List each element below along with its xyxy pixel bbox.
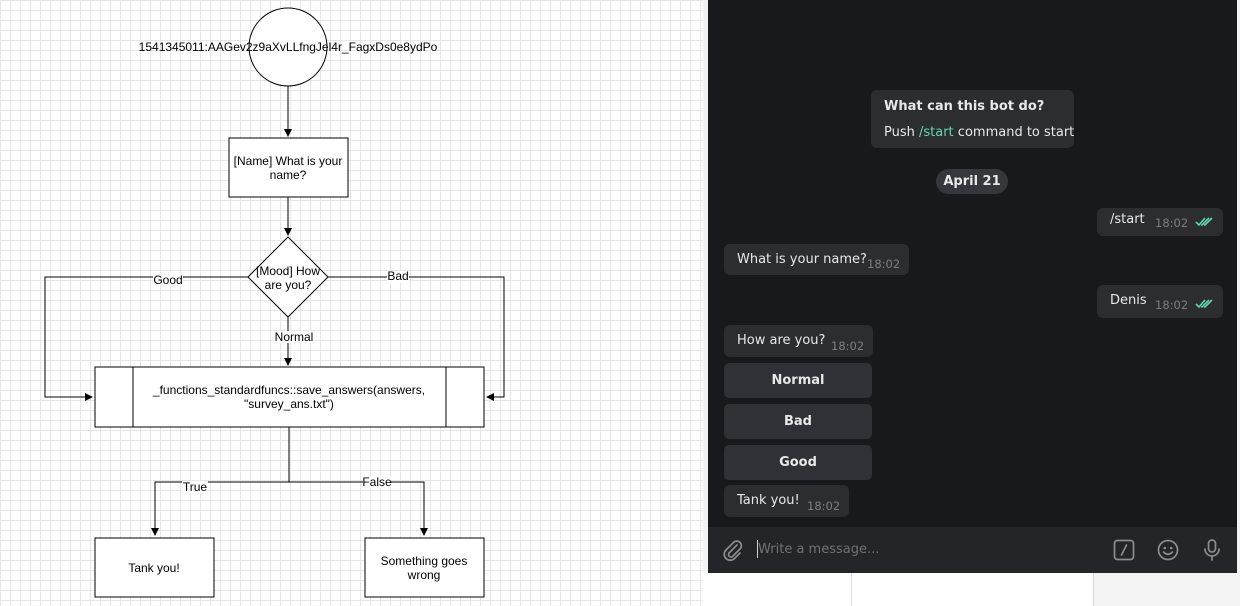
edge-good — [44, 276, 248, 401]
thanks-node[interactable] — [94, 537, 215, 598]
name-question-node[interactable] — [228, 137, 349, 198]
error-node-line1: Something goes — [381, 554, 468, 568]
start-command-link[interactable]: /start — [919, 125, 954, 140]
background-divider — [851, 573, 852, 606]
message-time: 18:02 — [831, 339, 865, 353]
edge-true — [151, 481, 289, 536]
message-time: 18:02 — [1155, 216, 1189, 230]
save-answers-node[interactable] — [94, 366, 485, 428]
edge-true-label: True — [183, 480, 208, 494]
message-text: /start — [1110, 212, 1145, 227]
background-card — [703, 573, 1094, 606]
name-node-line1: [Name] What is your — [234, 154, 343, 168]
message-bubble-incoming[interactable]: Tank you! 18:02 — [724, 485, 849, 517]
read-checkmarks-icon — [1195, 299, 1213, 309]
flowchart: 1541345011:AAGev2z9aXvLLfngJel4r_FagxDs0… — [44, 7, 505, 598]
message-text: How are you? — [737, 333, 826, 348]
edge-bad-label-bg — [387, 271, 409, 283]
telegram-chat-window[interactable]: What can this bot do? Push /start comman… — [708, 0, 1237, 573]
message-time: 18:02 — [867, 257, 901, 271]
message-text: What is your name? — [737, 252, 867, 267]
edge-bad — [328, 276, 505, 401]
save-node-line2: "survey_ans.txt") — [244, 397, 334, 411]
bot-info-text: Push /start command to start — [884, 125, 1074, 140]
error-node-line2: wrong — [407, 568, 441, 582]
message-bubble-incoming[interactable]: How are you? 18:02 — [724, 325, 873, 357]
message-time: 18:02 — [1155, 298, 1189, 312]
bot-info-card: What can this bot do? Push /start comman… — [871, 90, 1074, 148]
mood-node-line1: [Mood] How — [256, 264, 320, 278]
date-badge: April 21 — [936, 169, 1008, 194]
text-cursor — [757, 540, 758, 558]
mood-node-line2: are you? — [265, 278, 312, 292]
message-text: Denis — [1110, 293, 1147, 308]
name-node-line2: name? — [270, 168, 307, 182]
message-text: Tank you! — [737, 493, 800, 508]
bot-info-text-suffix: command to start — [953, 125, 1075, 140]
emoji-icon[interactable] — [1156, 538, 1180, 562]
message-time: 18:02 — [807, 499, 841, 513]
keyboard-button-good[interactable]: Good — [724, 445, 872, 480]
start-node-label: 1541345011:AAGev2z9aXvLLfngJel4r_FagxDs0… — [139, 40, 438, 54]
edge-false — [289, 481, 428, 536]
keyboard-button-normal[interactable]: Normal — [724, 363, 872, 398]
edge-false-label-bg — [363, 476, 391, 488]
message-bubble-outgoing[interactable]: /start 18:02 — [1097, 208, 1223, 236]
error-node[interactable] — [364, 537, 485, 598]
keyboard-button-bad[interactable]: Bad — [724, 404, 872, 439]
read-checkmarks-icon — [1195, 217, 1213, 227]
edge-true-label-bg — [182, 481, 208, 493]
flowchart-canvas[interactable]: 1541345011:AAGev2z9aXvLLfngJel4r_FagxDs0… — [0, 0, 703, 606]
message-bubble-incoming[interactable]: What is your name? 18:02 — [724, 244, 909, 275]
save-node-line1: _functions_standardfuncs::save_answers(a… — [152, 383, 425, 397]
message-input[interactable]: Write a message... — [758, 542, 880, 557]
edge-good-label-bg — [153, 273, 183, 285]
bot-command-icon[interactable] — [1113, 539, 1135, 561]
bot-info-title: What can this bot do? — [884, 99, 1045, 114]
message-composer: Write a message... — [708, 527, 1237, 573]
attach-icon[interactable] — [722, 539, 744, 561]
edge-bad-label: Bad — [387, 269, 408, 283]
microphone-icon[interactable] — [1201, 538, 1223, 562]
edge-good-label: Good — [153, 273, 182, 287]
thanks-node-label: Tank you! — [128, 561, 179, 575]
edge-normal-label-bg — [274, 331, 314, 343]
bot-info-text-prefix: Push — [884, 125, 919, 140]
message-bubble-outgoing[interactable]: Denis 18:02 — [1097, 285, 1223, 318]
edge-false-label: False — [362, 475, 392, 489]
edge-normal-label: Normal — [275, 330, 314, 344]
